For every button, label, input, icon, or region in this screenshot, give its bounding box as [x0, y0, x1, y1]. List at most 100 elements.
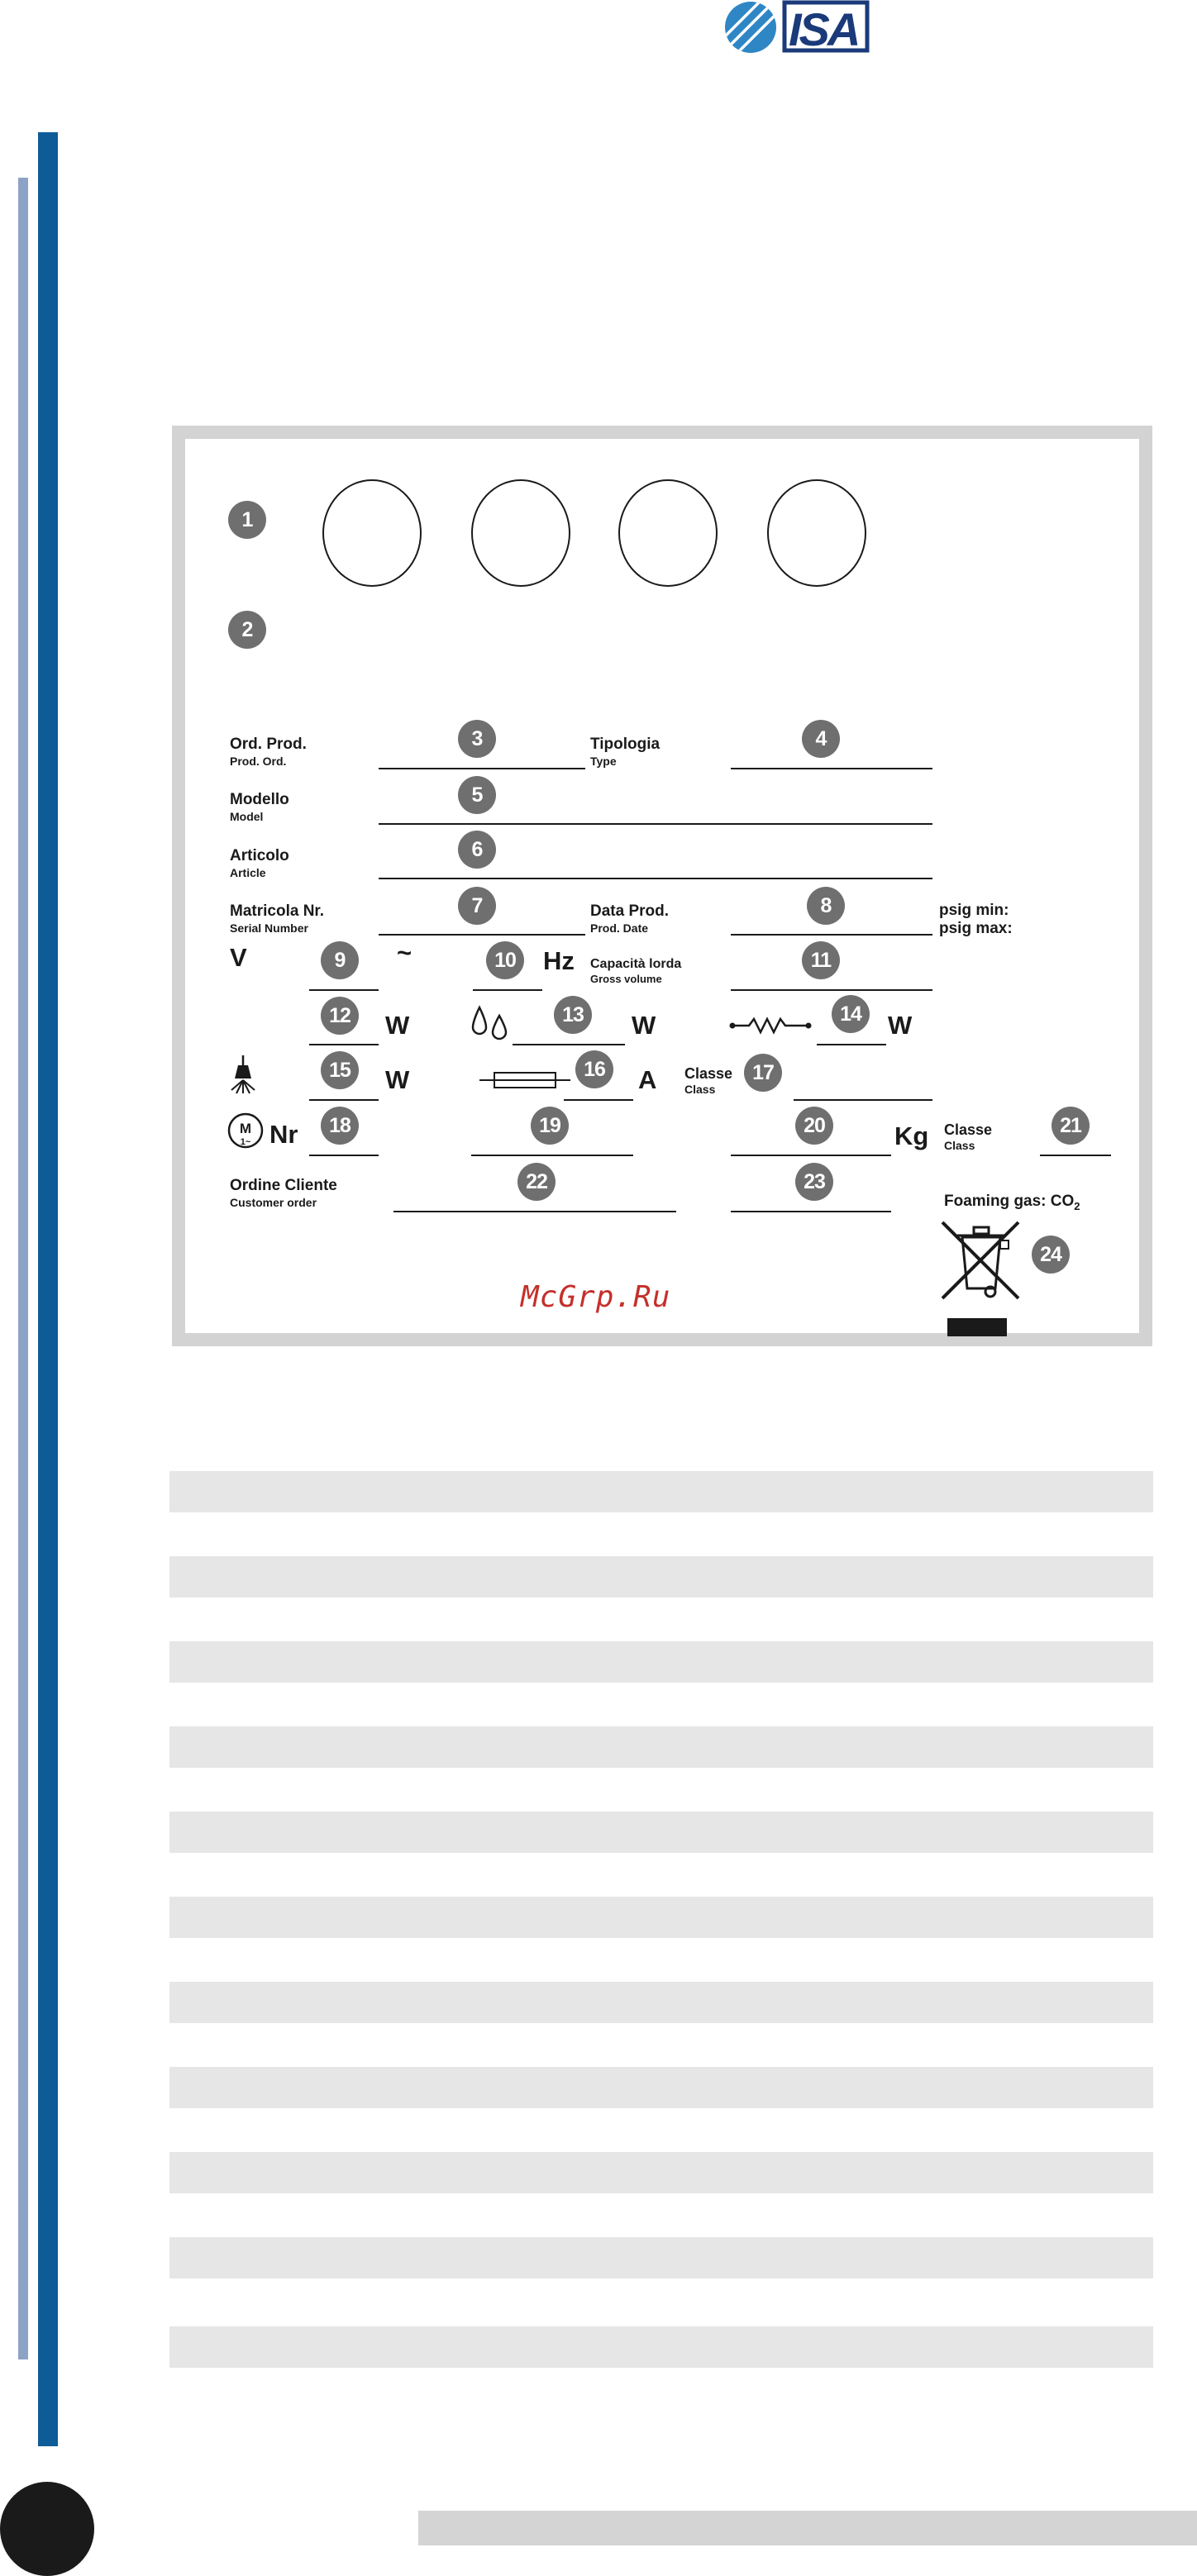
svg-text:M: M [240, 1121, 251, 1136]
field-19-line [471, 1155, 633, 1156]
badge-16: 16 [575, 1050, 613, 1088]
hz-unit: Hz [543, 946, 575, 975]
stripe-8 [169, 2067, 1153, 2108]
stripe-7 [169, 1982, 1153, 2023]
badge-19: 19 [531, 1107, 569, 1145]
foaming-gas-label: Foaming gas: CO2 [944, 1193, 1080, 1212]
badge-18: 18 [321, 1107, 359, 1145]
stripe-5 [169, 1812, 1153, 1853]
badge-9: 9 [321, 941, 359, 979]
amp-unit: A [638, 1065, 657, 1094]
gross-volume-line [731, 989, 932, 991]
weee-bin-bar [947, 1318, 1007, 1336]
badge-4: 4 [802, 720, 840, 758]
volt-unit: V [230, 943, 247, 972]
classe-17-line [794, 1099, 932, 1101]
badge-1: 1 [228, 501, 266, 539]
nr-line [309, 1155, 379, 1156]
power-line-13 [513, 1044, 625, 1045]
watt-unit-15: W [385, 1065, 410, 1094]
logo-text: ISA [789, 3, 858, 55]
kg-unit: Kg [894, 1121, 929, 1150]
frequency-line [473, 989, 542, 991]
power-line-12 [309, 1044, 379, 1045]
badge-17: 17 [744, 1054, 782, 1092]
fuse-icon [479, 1072, 570, 1088]
marking-circle-4 [767, 479, 866, 587]
badge-10: 10 [486, 941, 524, 979]
badge-5: 5 [458, 776, 496, 814]
marking-circle-1 [322, 479, 422, 587]
data-prod-line [731, 934, 932, 936]
data-prod-label: Data Prod.Prod. Date [590, 902, 670, 935]
weee-crossed-bin-icon [941, 1221, 1020, 1300]
power-line-14 [817, 1044, 886, 1045]
stripe-11 [169, 2326, 1153, 2368]
motor-icon: M 1~ [227, 1112, 264, 1149]
tipologia-line [731, 768, 932, 769]
nr-unit: Nr [269, 1120, 298, 1149]
badge-7: 7 [458, 887, 496, 925]
lamp-icon [231, 1055, 255, 1094]
lamp-power-line [309, 1099, 379, 1101]
badge-24: 24 [1032, 1236, 1070, 1274]
fuse-current-line [564, 1099, 633, 1101]
marking-circle-2 [471, 479, 570, 587]
badge-13: 13 [554, 996, 592, 1034]
watermark-text: McGrp.Ru [521, 1280, 671, 1314]
stripe-4 [169, 1726, 1153, 1768]
articolo-line [379, 878, 932, 879]
weight-line [731, 1155, 891, 1156]
psig-max-label: psig max: [939, 920, 1013, 937]
watt-unit-12: W [385, 1011, 410, 1040]
badge-21: 21 [1052, 1107, 1090, 1145]
badge-12: 12 [321, 997, 359, 1035]
stripe-9 [169, 2152, 1153, 2193]
ord-prod-line [379, 768, 585, 769]
svg-text:1~: 1~ [241, 1137, 251, 1147]
footer-bar [418, 2511, 1197, 2545]
ac-symbol: ~ [397, 938, 413, 967]
ordine-cliente-line [393, 1211, 676, 1212]
heating-resistor-icon [729, 1017, 812, 1035]
matricola-label: Matricola Nr.Serial Number [230, 902, 325, 935]
classe-21-line [1040, 1155, 1111, 1156]
badge-3: 3 [458, 720, 496, 758]
badge-23: 23 [795, 1163, 833, 1201]
badge-2: 2 [228, 611, 266, 649]
badge-6: 6 [458, 831, 496, 869]
water-drops-icon [471, 1005, 508, 1040]
badge-8: 8 [807, 887, 845, 925]
page-corner-dot [0, 2482, 94, 2576]
badge-15: 15 [321, 1051, 359, 1089]
voltage-line [309, 989, 379, 991]
stripe-6 [169, 1897, 1153, 1938]
stripe-1 [169, 1471, 1153, 1512]
stripe-10 [169, 2237, 1153, 2278]
matricola-line [379, 934, 585, 936]
watt-unit-13: W [632, 1011, 656, 1040]
badge-14: 14 [832, 995, 870, 1033]
badge-22: 22 [517, 1163, 556, 1201]
field-23-line [731, 1211, 891, 1212]
badge-20: 20 [795, 1107, 833, 1145]
modello-line [379, 823, 932, 825]
stripe-3 [169, 1641, 1153, 1683]
watt-unit-14: W [888, 1011, 913, 1040]
marking-circle-3 [618, 479, 718, 587]
left-light-bar [18, 178, 28, 2359]
badge-11: 11 [802, 941, 840, 979]
isa-logo-icon: ISA [725, 0, 870, 55]
stripe-2 [169, 1556, 1153, 1598]
ord-prod-label: Ord. Prod.Prod. Ord. [230, 736, 307, 768]
psig-min-label: psig min: [939, 902, 1009, 919]
left-blue-bar [38, 132, 58, 2446]
